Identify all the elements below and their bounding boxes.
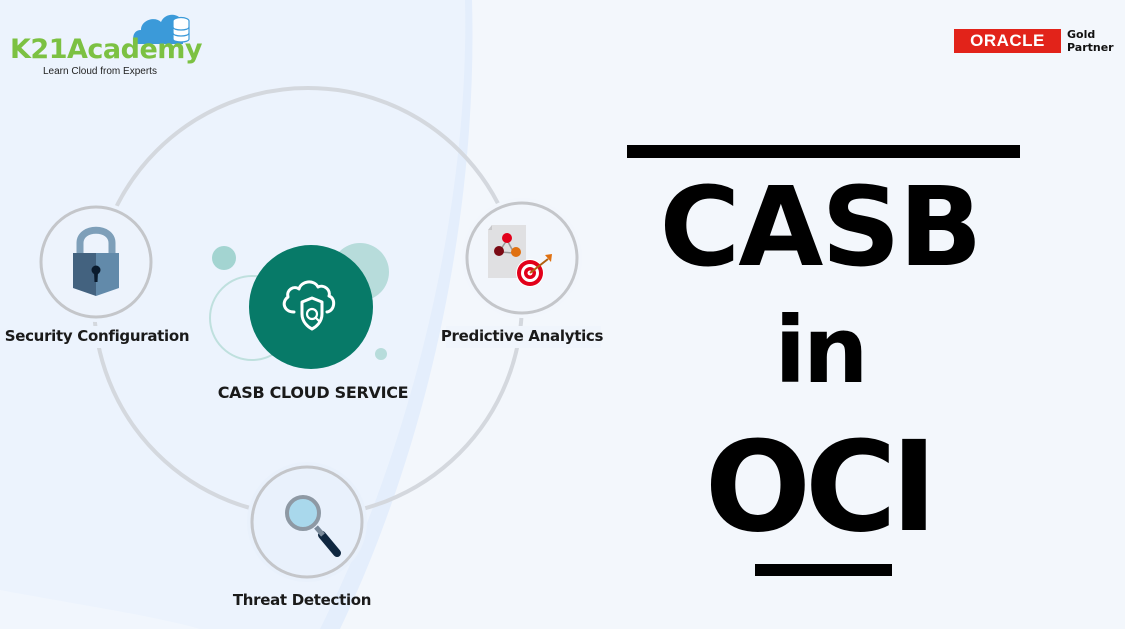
partner-level-line2: Partner (1067, 41, 1114, 54)
partner-level: Gold Partner (1067, 28, 1114, 54)
cloud-database-icon (133, 14, 190, 44)
cloud-shield-search-icon (282, 280, 336, 331)
center-label-casb-cloud-service: CASB CLOUD SERVICE (217, 383, 409, 402)
node-label-predictive-analytics: Predictive Analytics (440, 327, 604, 345)
oracle-gold-partner-badge: ORACLE Gold Partner (954, 28, 1114, 54)
title-top-rule (627, 145, 1020, 158)
partner-level-line1: Gold (1067, 28, 1096, 41)
padlock-icon (73, 226, 119, 296)
title-oci: OCI (704, 415, 938, 560)
title-casb: CASB (659, 163, 983, 291)
brand-name: K21Academy (10, 34, 203, 65)
analytics-target-icon (488, 225, 552, 287)
k21academy-logo[interactable]: K21Academy Learn Cloud from Experts (8, 8, 203, 78)
magnifying-glass-icon (285, 495, 341, 557)
node-label-threat-detection: Threat Detection (232, 591, 372, 609)
oracle-logo: ORACLE (954, 29, 1061, 53)
title-in: in (774, 297, 868, 404)
brand-tagline: Learn Cloud from Experts (43, 66, 157, 77)
node-label-security-configuration: Security Configuration (4, 327, 190, 345)
title-bottom-rule (755, 564, 892, 576)
